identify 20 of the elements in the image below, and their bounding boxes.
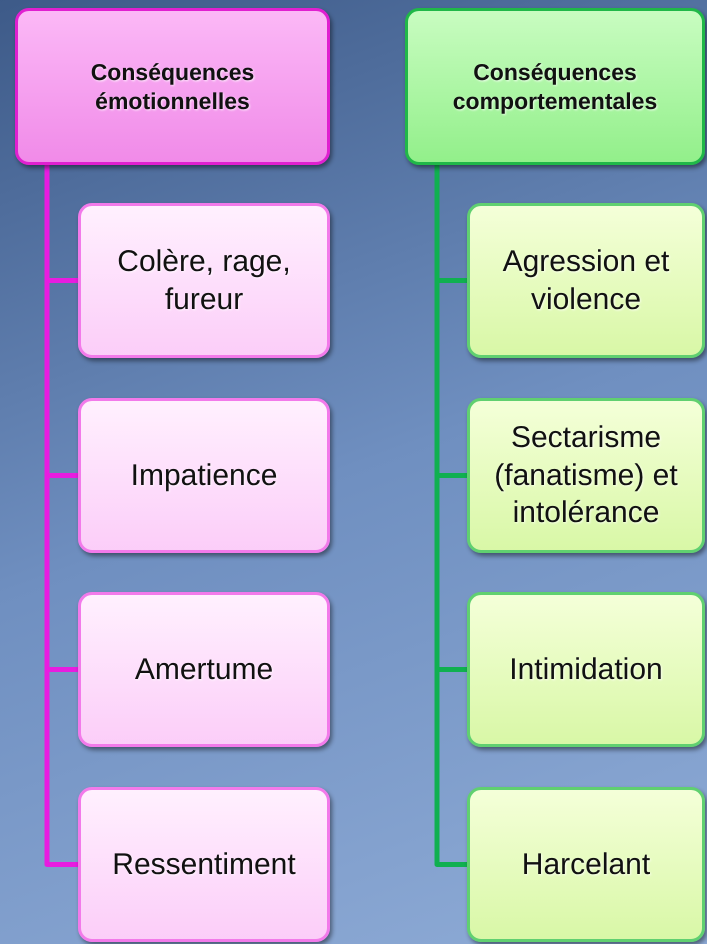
item-text: Intimidation: [508, 652, 664, 688]
item-text: Impatience: [130, 458, 278, 494]
item-text: Agression et violence: [502, 244, 670, 318]
heading-text: Conséquences émotionnelles: [90, 58, 256, 116]
item-box: [467, 592, 705, 747]
item-box: [78, 592, 330, 747]
item-text: Amertume: [134, 652, 274, 688]
item-box: [467, 203, 705, 358]
item-text: Colère, rage, fureur: [116, 244, 292, 318]
item-box: [78, 398, 330, 553]
item-text: Harcelant: [520, 846, 652, 883]
heading-text: Conséquences comportementales: [452, 58, 658, 116]
item-text: Ressentiment: [111, 846, 297, 883]
header-box: [15, 8, 330, 165]
header-box: [405, 8, 705, 165]
item-text: Sectarisme (fanatisme) et intolérance: [493, 420, 679, 532]
item-box: [78, 203, 330, 358]
item-box: [467, 398, 705, 553]
item-box: [78, 787, 330, 942]
item-box: [467, 787, 705, 942]
